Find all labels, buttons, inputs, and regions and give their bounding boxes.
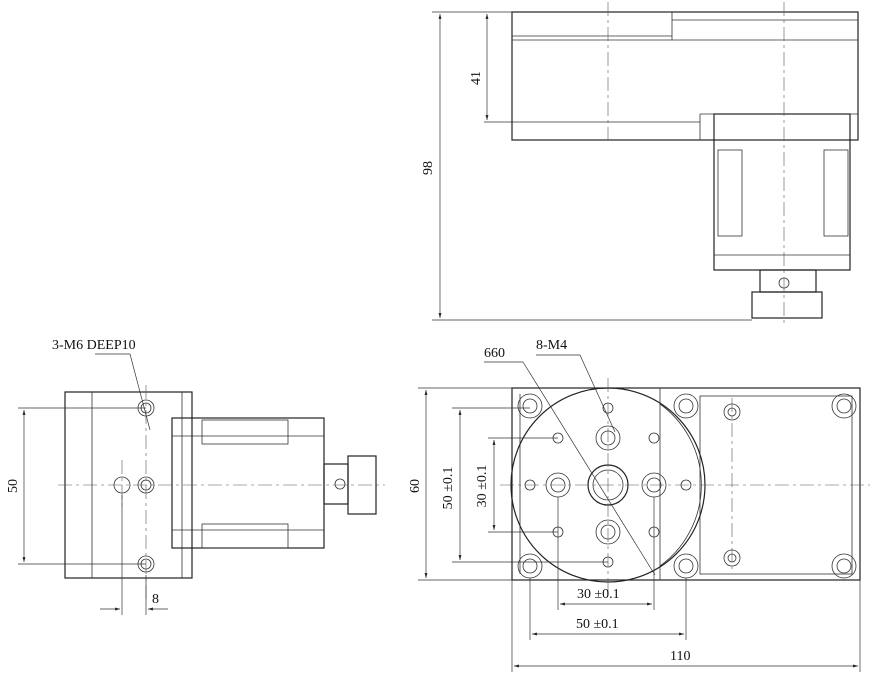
callout-660-label: 660 xyxy=(484,346,505,361)
front-view: 660 8-M4 60 50 ±0.1 30 ±0.1 30 ±0.1 50 ±… xyxy=(408,338,870,672)
dim-30-vert-label: 30 ±0.1 xyxy=(475,465,490,508)
callout-8m4-label: 8-M4 xyxy=(536,338,567,353)
dim-60-label: 60 xyxy=(408,479,423,493)
dim-30-horiz-label: 30 ±0.1 xyxy=(577,587,620,602)
dim-50-horiz-label: 50 ±0.1 xyxy=(576,617,619,632)
dim-41-label: 41 xyxy=(469,71,484,85)
dim-110-label: 110 xyxy=(670,649,690,664)
dim-98-label: 98 xyxy=(421,161,436,175)
dim-50-vert-label: 50 ±0.1 xyxy=(441,467,456,510)
top-view: 98 41 xyxy=(421,2,859,325)
dim-8-label: 8 xyxy=(152,592,159,607)
left-view: 3-M6 DEEP10 50 8 xyxy=(6,338,385,615)
left-callout-label: 3-M6 DEEP10 xyxy=(52,338,136,353)
dim-50-left-label: 50 xyxy=(6,479,21,493)
